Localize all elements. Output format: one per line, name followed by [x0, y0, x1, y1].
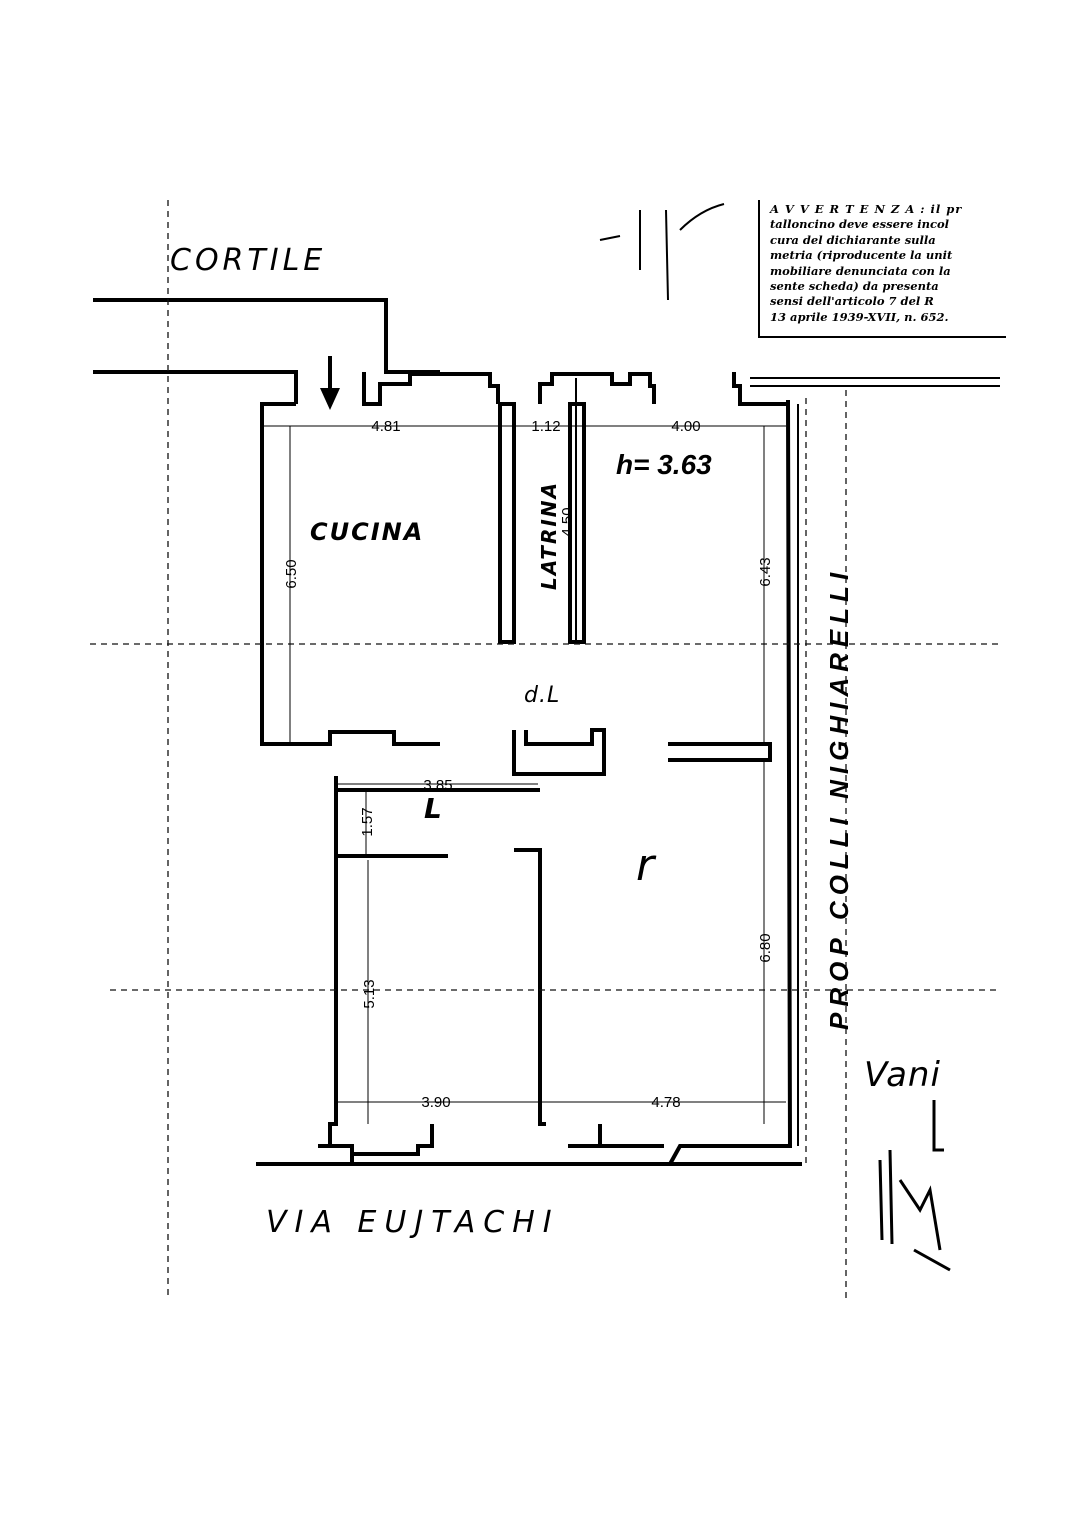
north-wall-east — [732, 372, 790, 406]
room-mark-closet: L — [424, 792, 446, 825]
ceiling-height-label: h= 3.63 — [616, 449, 712, 480]
dim-room-se-depth: 6.80 — [757, 933, 774, 962]
stamp-scribble — [878, 1100, 951, 1272]
room-divider — [514, 848, 546, 1126]
south-wall — [318, 1124, 434, 1156]
notice-line: sente scheda) da presenta — [770, 279, 939, 294]
dim-room-sw-width: 3.90 — [421, 1094, 450, 1111]
dim-kitchen-depth: 6.50 — [283, 559, 300, 588]
notice-box: A V V E R T E N Z A : il pr talloncino d… — [758, 200, 1006, 338]
kitchen-walls — [260, 402, 440, 746]
notice-line: sensi dell'articolo 7 del R — [770, 294, 934, 309]
courtyard-boundary — [93, 298, 440, 374]
north-wall-mid — [538, 372, 656, 404]
dim-toilet-width: 1.12 — [531, 418, 560, 435]
notice-line: 13 aprile 1939-XVII, n. 652. — [770, 309, 949, 324]
courtyard-label: CORTILE — [170, 243, 326, 278]
notice-line: talloncino deve essere incol — [770, 217, 950, 232]
dim-room-sw-depth: 5.13 — [361, 979, 378, 1008]
room-mark-hall: d.L — [524, 683, 560, 708]
dim-kitchen-width: 4.81 — [371, 418, 400, 435]
dim-toilet-depth: 4.50 — [559, 507, 576, 536]
notice-line: A V V E R T E N Z A : il pr — [770, 202, 963, 216]
notice-line: cura del dichiarante sulla — [770, 232, 936, 247]
east-wall — [668, 403, 793, 1165]
north-wall — [362, 372, 500, 406]
top-scribble — [599, 203, 725, 301]
notice-line: metria (riproducente la unit — [770, 248, 953, 263]
street-label: VIA EUJTACHI — [266, 1205, 560, 1240]
middle-wall — [668, 742, 772, 762]
room-mark-room: r — [636, 840, 658, 891]
room-sw-walls — [328, 856, 354, 1166]
courtyard-boundary-lower — [93, 370, 298, 404]
notice-line: mobiliare denunciata con la — [770, 263, 951, 278]
south-wall-east — [586, 1124, 602, 1148]
dim-closet-depth: 1.57 — [359, 807, 376, 836]
dim-room-ne-width: 4.00 — [671, 418, 700, 435]
niche — [512, 728, 606, 776]
dim-hall-width: 3.85 — [423, 777, 452, 794]
dim-room-se-width: 4.78 — [651, 1094, 680, 1111]
dim-room-ne-depth: 6.43 — [757, 557, 774, 586]
neighbour-property-label: PROP COLLI NIGHIARELLI — [824, 567, 854, 1030]
entry-arrow-head — [320, 388, 340, 410]
toilet-wall-left — [498, 402, 516, 644]
kitchen-label: CUCINA — [310, 518, 424, 546]
toilet-label: LATRINA — [537, 481, 561, 590]
signature: Vani — [864, 1055, 941, 1095]
